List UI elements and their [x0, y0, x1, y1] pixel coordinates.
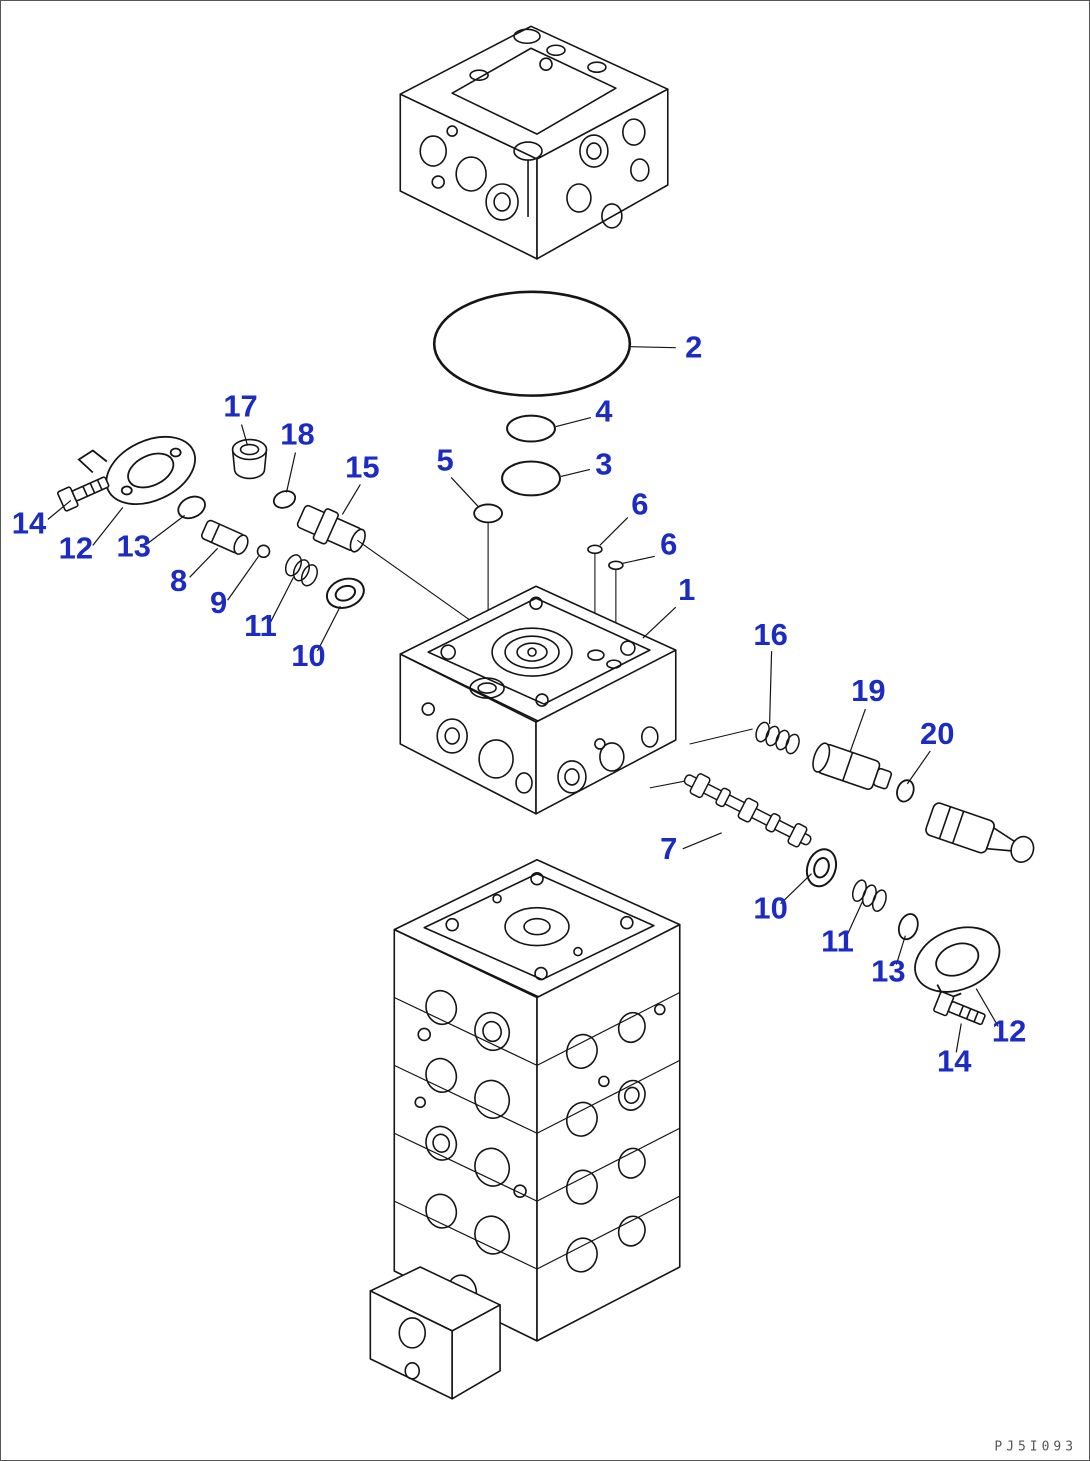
valve-body-part-1 [399, 585, 677, 815]
part-label-10-left: 10 [291, 638, 325, 673]
spring-part-16 [755, 721, 800, 755]
part-label-11-right: 11 [821, 924, 854, 959]
part-label-12-right: 12 [992, 1013, 1026, 1048]
part-label-13-right: 13 [871, 954, 905, 989]
bottom-section-top-ports [445, 871, 634, 981]
gasket-part-2 [432, 290, 632, 397]
part-label-20: 20 [920, 716, 954, 751]
bolt-part-14-left [57, 476, 110, 512]
part-label-15: 15 [345, 449, 379, 484]
part-label-4: 4 [595, 394, 613, 429]
part-labels: 2 4 3 17 18 15 5 6 6 14 12 13 8 9 11 10 … [12, 330, 1027, 1079]
part-label-6b: 6 [660, 526, 677, 561]
top-section-right-ports [566, 118, 650, 229]
valve-part-19 [812, 742, 893, 790]
valve-body-bottom-section [369, 858, 681, 1400]
cover-part-12-right [914, 926, 1001, 1001]
part-label-8: 8 [170, 563, 187, 598]
bottom-section-right-ports [565, 1003, 666, 1273]
pilot-valve-assembly [925, 802, 1035, 863]
part-label-3: 3 [595, 446, 612, 481]
part-label-11-left: 11 [244, 608, 277, 643]
ball-part-9 [256, 544, 271, 559]
seal-part-10-left [325, 577, 365, 609]
body-1-right-ports [557, 726, 659, 794]
oring-part-20 [896, 779, 915, 803]
part-label-16: 16 [753, 617, 787, 652]
assembly-axis-line-15 [357, 539, 478, 626]
seal-part-10-right [805, 848, 838, 888]
body-1-left-ports [421, 702, 533, 794]
part-label-13-left: 13 [117, 528, 151, 563]
part-label-17: 17 [223, 389, 257, 424]
part-label-9: 9 [210, 585, 227, 620]
part-label-14-right: 14 [937, 1043, 972, 1078]
plug-part-3 [501, 460, 561, 497]
part-label-2: 2 [685, 330, 702, 365]
part-label-18: 18 [280, 417, 314, 452]
part-label-5: 5 [437, 442, 454, 477]
part-label-19: 19 [851, 673, 885, 708]
part-label-14-left: 14 [12, 505, 47, 540]
oring-part-13-left [177, 495, 206, 520]
part-label-12-left: 12 [59, 530, 93, 565]
leader-lines [47, 346, 999, 1053]
plug-part-17 [231, 438, 268, 480]
oring-part-18 [272, 490, 297, 509]
spring-part-11-right [851, 879, 887, 912]
assembly-axis-line-16 [689, 728, 753, 745]
seal-ring-part-4 [506, 414, 556, 443]
cover-part-12-left [77, 435, 196, 505]
part-label-10-right: 10 [753, 891, 787, 926]
valve-part-15 [296, 504, 366, 553]
drawing-code: PJ5I093 [994, 1440, 1077, 1455]
oring-part-13-right [897, 913, 919, 941]
plug-part-8 [200, 519, 249, 555]
assembly-axis-line-7 [649, 780, 686, 789]
spool-part-7 [683, 773, 812, 848]
top-section-left-ports [419, 125, 519, 221]
part-label-7: 7 [660, 831, 677, 866]
bolt-part-14-right [933, 991, 986, 1026]
spring-part-11-left [284, 554, 318, 587]
bottom-section-stack-lines [394, 991, 681, 1270]
valve-body-top-section [399, 25, 669, 260]
part-label-6a: 6 [631, 486, 648, 521]
body-1-top-ports [440, 596, 636, 707]
part-label-1: 1 [678, 572, 695, 607]
